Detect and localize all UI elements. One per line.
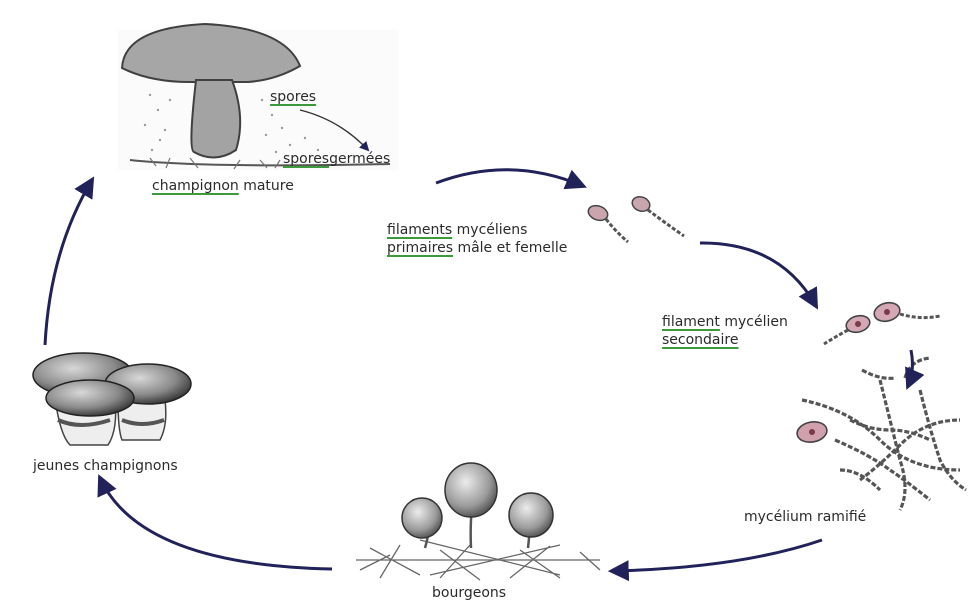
- mature-mushroom-illustration: [118, 24, 398, 170]
- arrow-primary-to-secondary: [700, 243, 816, 306]
- young-mushrooms-illustration: [33, 353, 191, 445]
- mature-mushroom-label: champignon mature: [152, 177, 294, 195]
- bud-1: [402, 498, 442, 538]
- primary-filaments-illustration: [586, 194, 684, 242]
- spores-label: spores: [270, 88, 316, 106]
- arrow-mature-to-primary: [436, 170, 583, 186]
- mushroom-stem: [191, 80, 240, 158]
- young-cap-3: [46, 380, 134, 416]
- arrow-mycelium-to-buds: [612, 540, 822, 571]
- germinated-spores-label: sporesgermées: [283, 150, 390, 168]
- secondary-filament-illustration: [824, 300, 940, 344]
- secondary-filament-label-line1: filament mycélien: [662, 313, 788, 331]
- branched-mycelium-illustration: [795, 358, 966, 510]
- branched-mycelium-label: mycélium ramifié: [744, 508, 866, 526]
- bud-3: [509, 493, 553, 537]
- buds-illustration: [356, 463, 600, 580]
- secondary-filament-label-line2: secondaire: [662, 331, 738, 349]
- buds-label: bourgeons: [432, 584, 506, 602]
- young-mushrooms-label: jeunes champignons: [33, 457, 178, 475]
- primary-filaments-label-line2: primaires mâle et femelle: [387, 239, 567, 257]
- arrow-buds-to-young: [100, 478, 332, 569]
- primary-filaments-label-line1: filaments mycéliens: [387, 221, 527, 239]
- arrow-young-to-mature: [45, 180, 92, 345]
- bud-2: [445, 463, 497, 517]
